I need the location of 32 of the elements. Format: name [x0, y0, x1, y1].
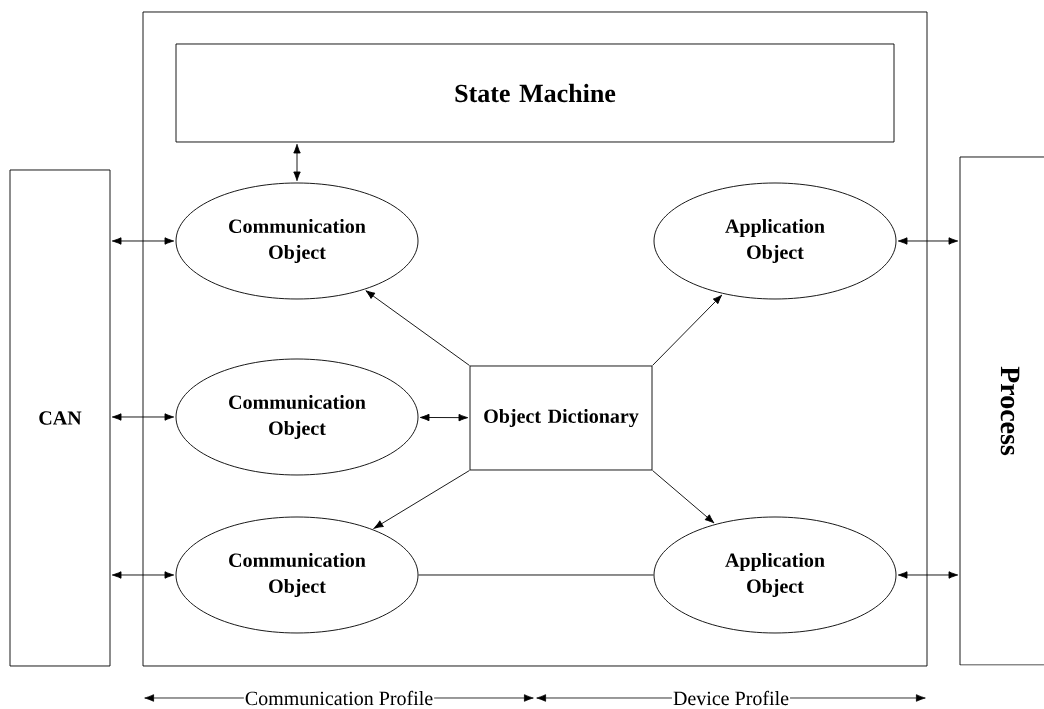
dictionary-box — [469, 365, 653, 471]
object-ellipse — [653, 182, 897, 300]
node-label: Application Object — [725, 218, 825, 264]
node-label: CAN — [39, 411, 82, 425]
arrow — [111, 413, 175, 421]
node-label: State Machine — [455, 83, 616, 103]
node-label: Object Dictionary — [484, 408, 639, 428]
arrow — [897, 237, 959, 245]
state-machine-box — [175, 43, 895, 143]
node-label: Application Object — [725, 552, 825, 598]
arrow — [373, 470, 470, 529]
object-ellipse — [175, 358, 419, 476]
arrow — [419, 413, 469, 422]
arrow — [111, 237, 175, 245]
arrow — [652, 294, 723, 366]
node-label: Communication Object — [229, 218, 366, 264]
profile-label: Device Profile — [671, 689, 791, 707]
process-box — [959, 156, 1044, 666]
object-ellipse — [175, 182, 419, 300]
frame-box — [142, 11, 928, 667]
node-label: Process — [1000, 366, 1020, 456]
object-ellipse — [175, 516, 419, 634]
node-label: Communication Object — [229, 394, 366, 440]
bus-box — [9, 169, 111, 667]
arrow — [897, 571, 959, 579]
arrow — [365, 290, 470, 366]
arrow — [293, 143, 301, 182]
object-ellipse — [653, 516, 897, 634]
arrow — [111, 571, 175, 579]
arrow — [652, 470, 715, 524]
profile-label: Communication Profile — [243, 689, 435, 707]
node-label: Communication Object — [229, 552, 366, 598]
